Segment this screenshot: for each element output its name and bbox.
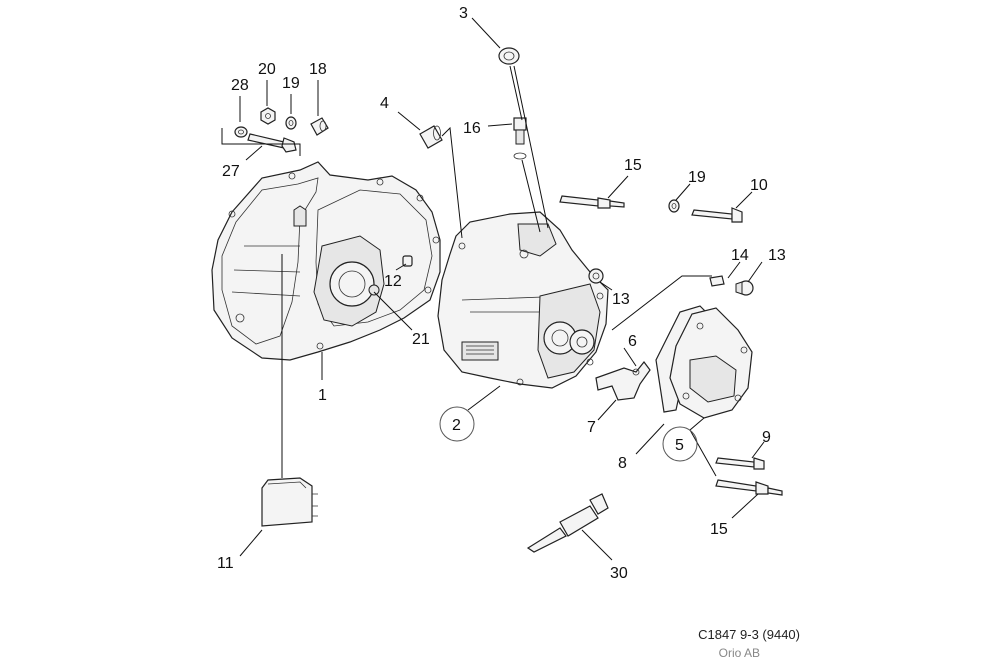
callout-14: 14 xyxy=(731,247,749,264)
part-18-sleeve xyxy=(310,117,329,136)
part-9-bolt xyxy=(715,457,765,470)
callout-13-left: 13 xyxy=(612,291,630,308)
part-13-plug-lower xyxy=(735,280,754,296)
part-3-seal xyxy=(498,47,520,65)
callout-16: 16 xyxy=(463,120,481,137)
part-10-bolt xyxy=(691,207,743,223)
callout-2: 2 xyxy=(452,417,461,434)
callout-circle-5 xyxy=(662,426,698,462)
callout-5: 5 xyxy=(675,437,684,454)
callout-9: 9 xyxy=(762,429,771,446)
part-5-end-cover xyxy=(669,307,753,419)
part-2-gearbox-housing xyxy=(437,211,609,389)
callout-7: 7 xyxy=(587,419,596,436)
part-28-washer xyxy=(234,126,248,138)
callout-12: 12 xyxy=(384,273,402,290)
part-20-nut xyxy=(260,107,276,125)
part-19-washer-right xyxy=(668,199,680,213)
part-16-sensor xyxy=(513,117,527,160)
callout-21: 21 xyxy=(412,331,430,348)
diagram-reference-code: C1847 9-3 (9440) xyxy=(698,627,800,642)
diagram-publisher: Orio AB xyxy=(718,646,760,660)
callout-27: 27 xyxy=(222,163,240,180)
callout-19-right: 19 xyxy=(688,169,706,186)
part-14-pin xyxy=(709,275,725,287)
callout-28: 28 xyxy=(231,77,249,94)
callout-8: 8 xyxy=(618,455,627,472)
leader-lines xyxy=(221,17,765,561)
callout-30: 30 xyxy=(610,565,628,582)
part-27-bolt xyxy=(247,133,297,153)
callout-18: 18 xyxy=(309,61,327,78)
part-6-7-shift-bracket xyxy=(595,361,651,401)
callout-15-lower: 15 xyxy=(710,521,728,538)
part-15-bolt-upper xyxy=(559,195,625,209)
part-13-plug-upper xyxy=(588,268,604,284)
callout-11: 11 xyxy=(217,555,234,572)
callout-13-right: 13 xyxy=(768,247,786,264)
callout-19-left: 19 xyxy=(282,75,300,92)
callout-3: 3 xyxy=(459,5,468,22)
callout-6: 6 xyxy=(628,333,637,350)
callout-circle-2 xyxy=(439,406,475,442)
callout-4: 4 xyxy=(380,95,389,112)
part-30-tool xyxy=(526,493,609,553)
part-1-clutch-housing xyxy=(211,161,441,361)
callout-15-upper: 15 xyxy=(624,157,642,174)
callout-20: 20 xyxy=(258,61,276,78)
callout-10: 10 xyxy=(750,177,768,194)
callout-labels: 28 20 19 18 27 1 11 12 21 4 3 16 2 15 19… xyxy=(217,5,786,582)
part-15-bolt-lower xyxy=(715,479,783,496)
callout-1: 1 xyxy=(318,387,327,404)
part-19-washer-left xyxy=(285,116,297,130)
part-11-bracket xyxy=(261,477,318,527)
part-4-bushing xyxy=(419,125,443,149)
part-12-dowel-pin xyxy=(402,255,413,267)
